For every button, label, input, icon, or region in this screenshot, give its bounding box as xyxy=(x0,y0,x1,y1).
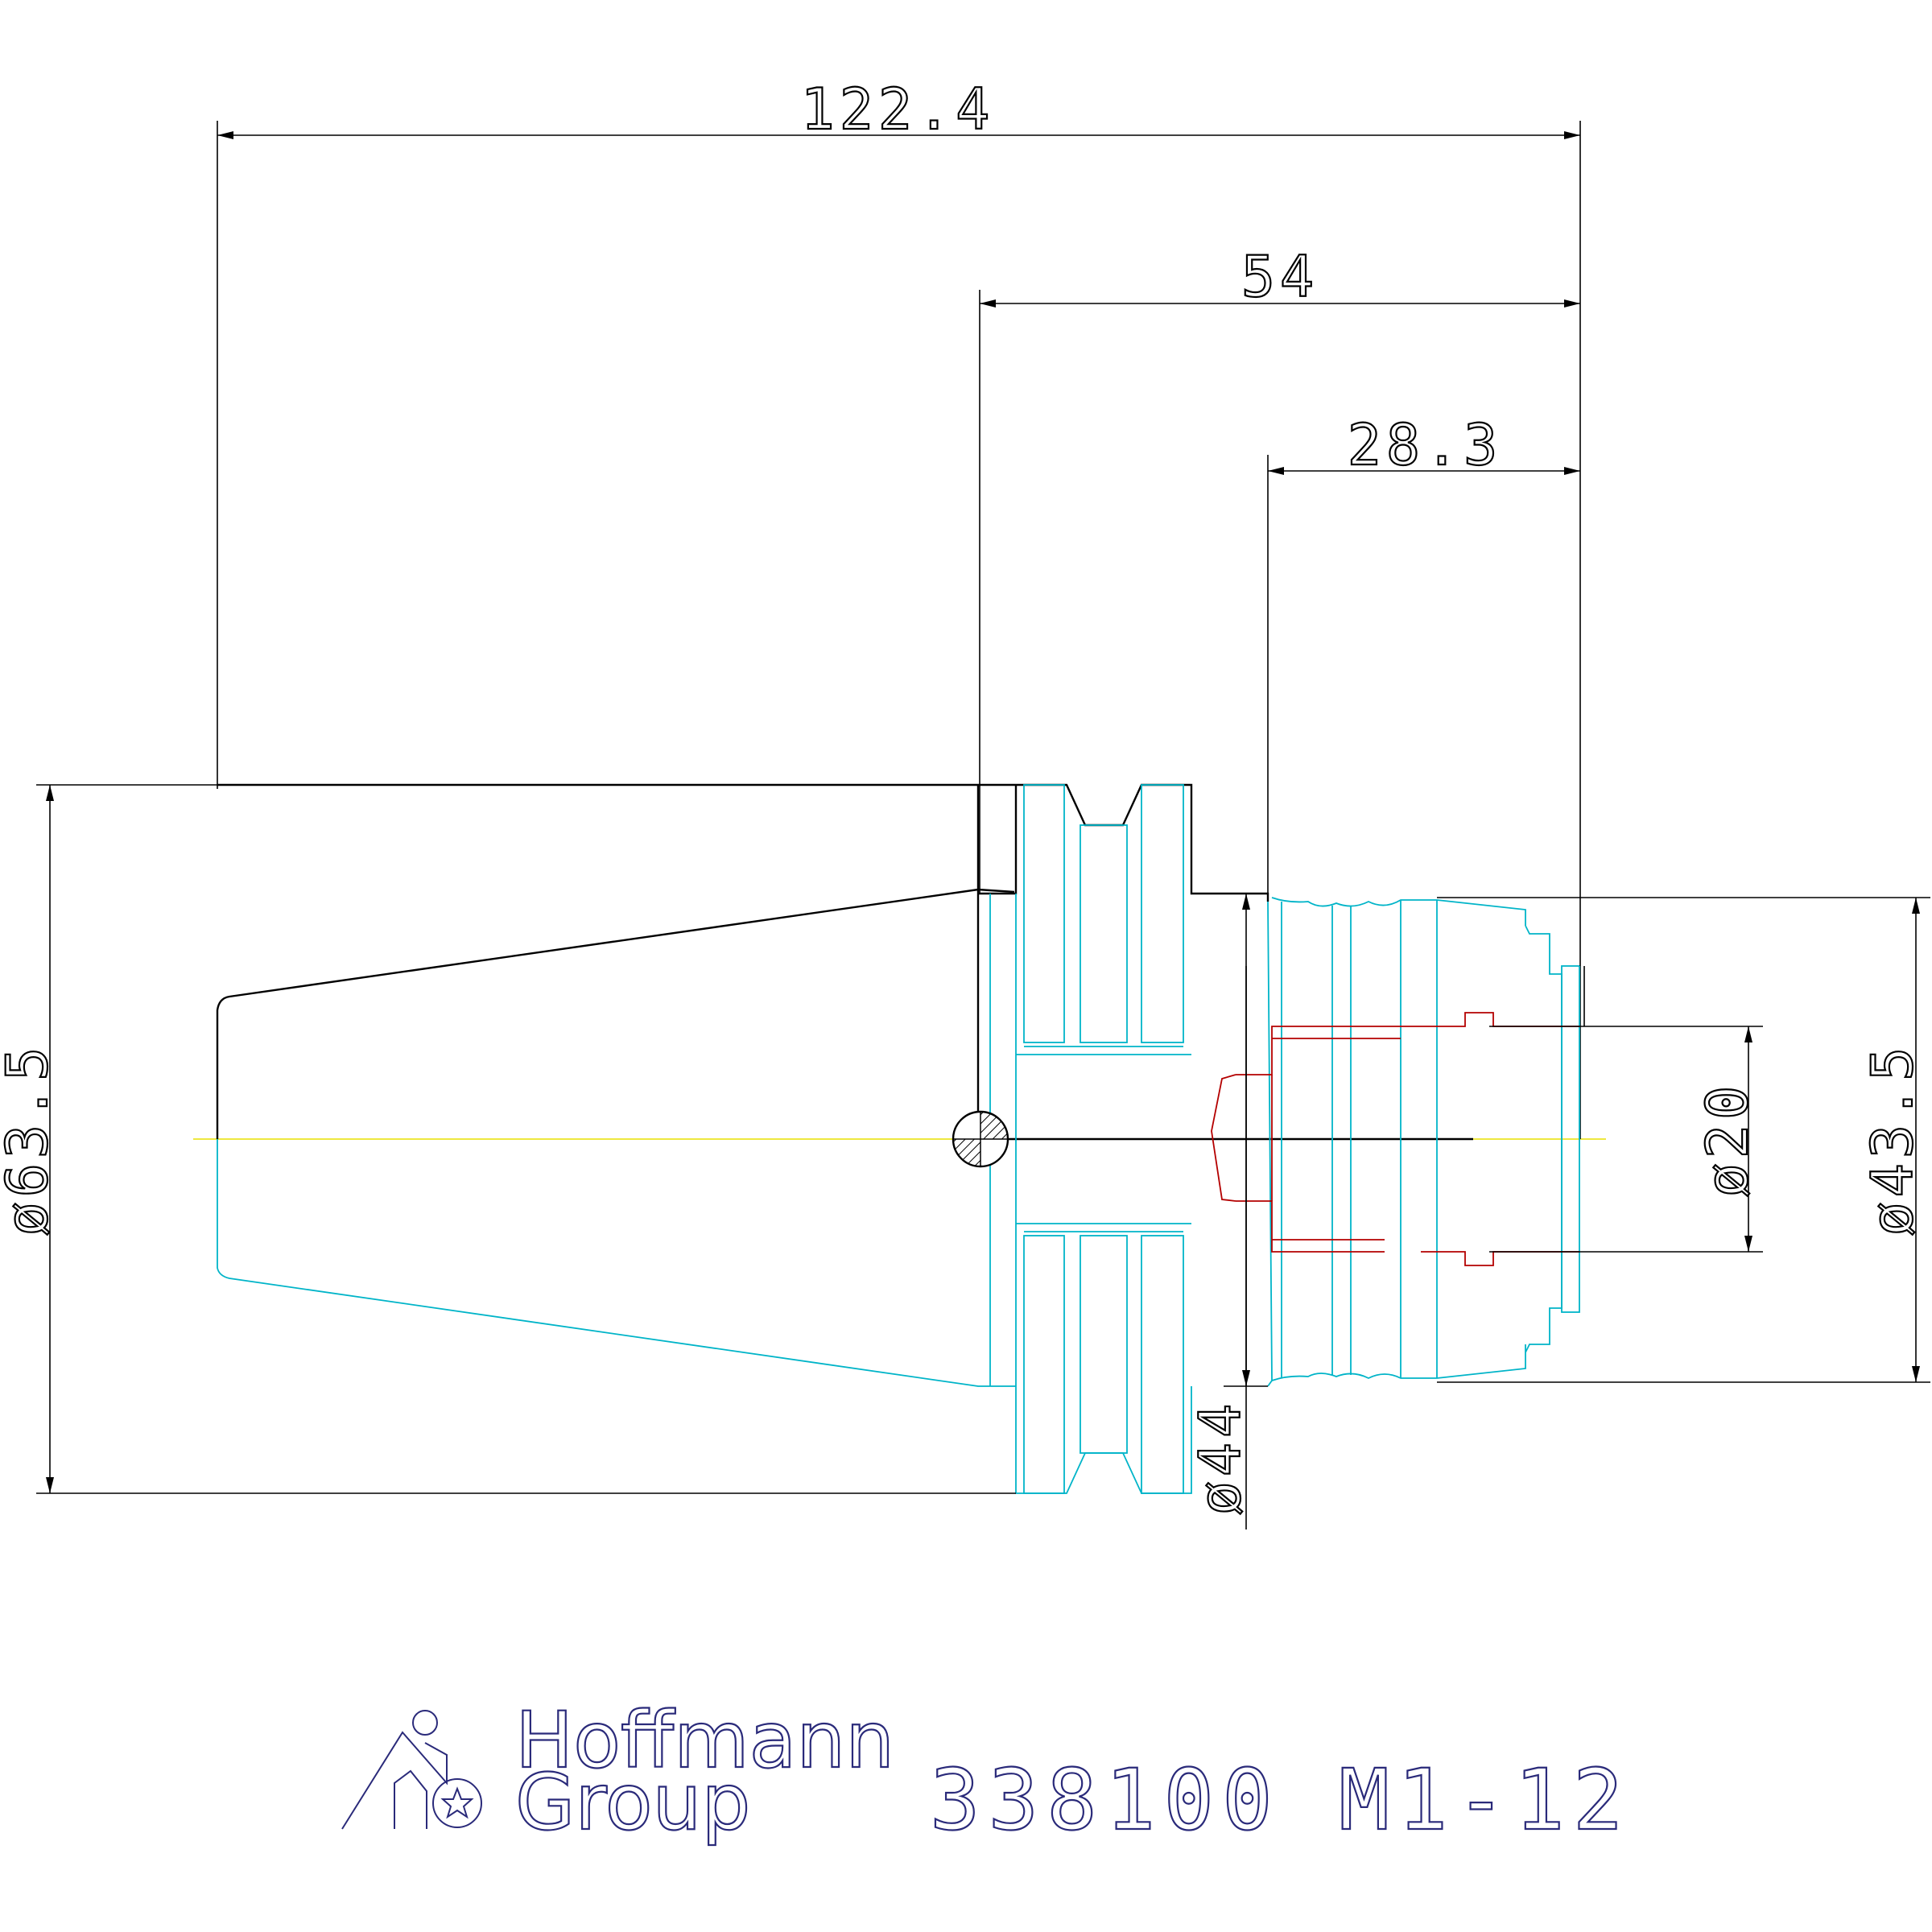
dim-flange-diameter: ø63.5 xyxy=(0,784,1016,1494)
dim-shank-diameter-label: ø44 xyxy=(1187,1399,1253,1515)
dim-nose-length: 28.3 xyxy=(1267,411,1580,894)
dim-nose-length-label: 28.3 xyxy=(1348,412,1503,478)
dim-nose-diameter: ø43.5 xyxy=(1437,897,1930,1383)
upper-half-outline xyxy=(216,783,1585,1141)
dim-flange-to-end: 54 xyxy=(979,243,1580,894)
dim-flange-to-end-label: 54 xyxy=(1241,244,1319,310)
dim-clamp-diameter: ø20 xyxy=(1489,1026,1763,1253)
dim-overall-length-label: 122.4 xyxy=(801,76,995,142)
dim-overall-length: 122.4 xyxy=(217,76,1581,966)
dim-clamp-diameter-label: ø20 xyxy=(1695,1081,1761,1197)
dim-flange-diameter-label: ø63.5 xyxy=(0,1042,60,1236)
hoffmann-logo xyxy=(341,1710,482,1830)
dim-nose-diameter-label: ø43.5 xyxy=(1860,1042,1926,1236)
bore-hidden-lines xyxy=(1211,1012,1579,1266)
dim-shank-diameter: ø44 xyxy=(1187,893,1268,1530)
brand-name-line1: Hoffmann xyxy=(515,1695,894,1785)
section-symbol xyxy=(952,1110,1009,1168)
brand-name-line2: Group xyxy=(515,1757,750,1847)
lower-half-outline xyxy=(217,784,1580,1494)
part-number: 338100 M1-12 xyxy=(930,1751,1631,1849)
